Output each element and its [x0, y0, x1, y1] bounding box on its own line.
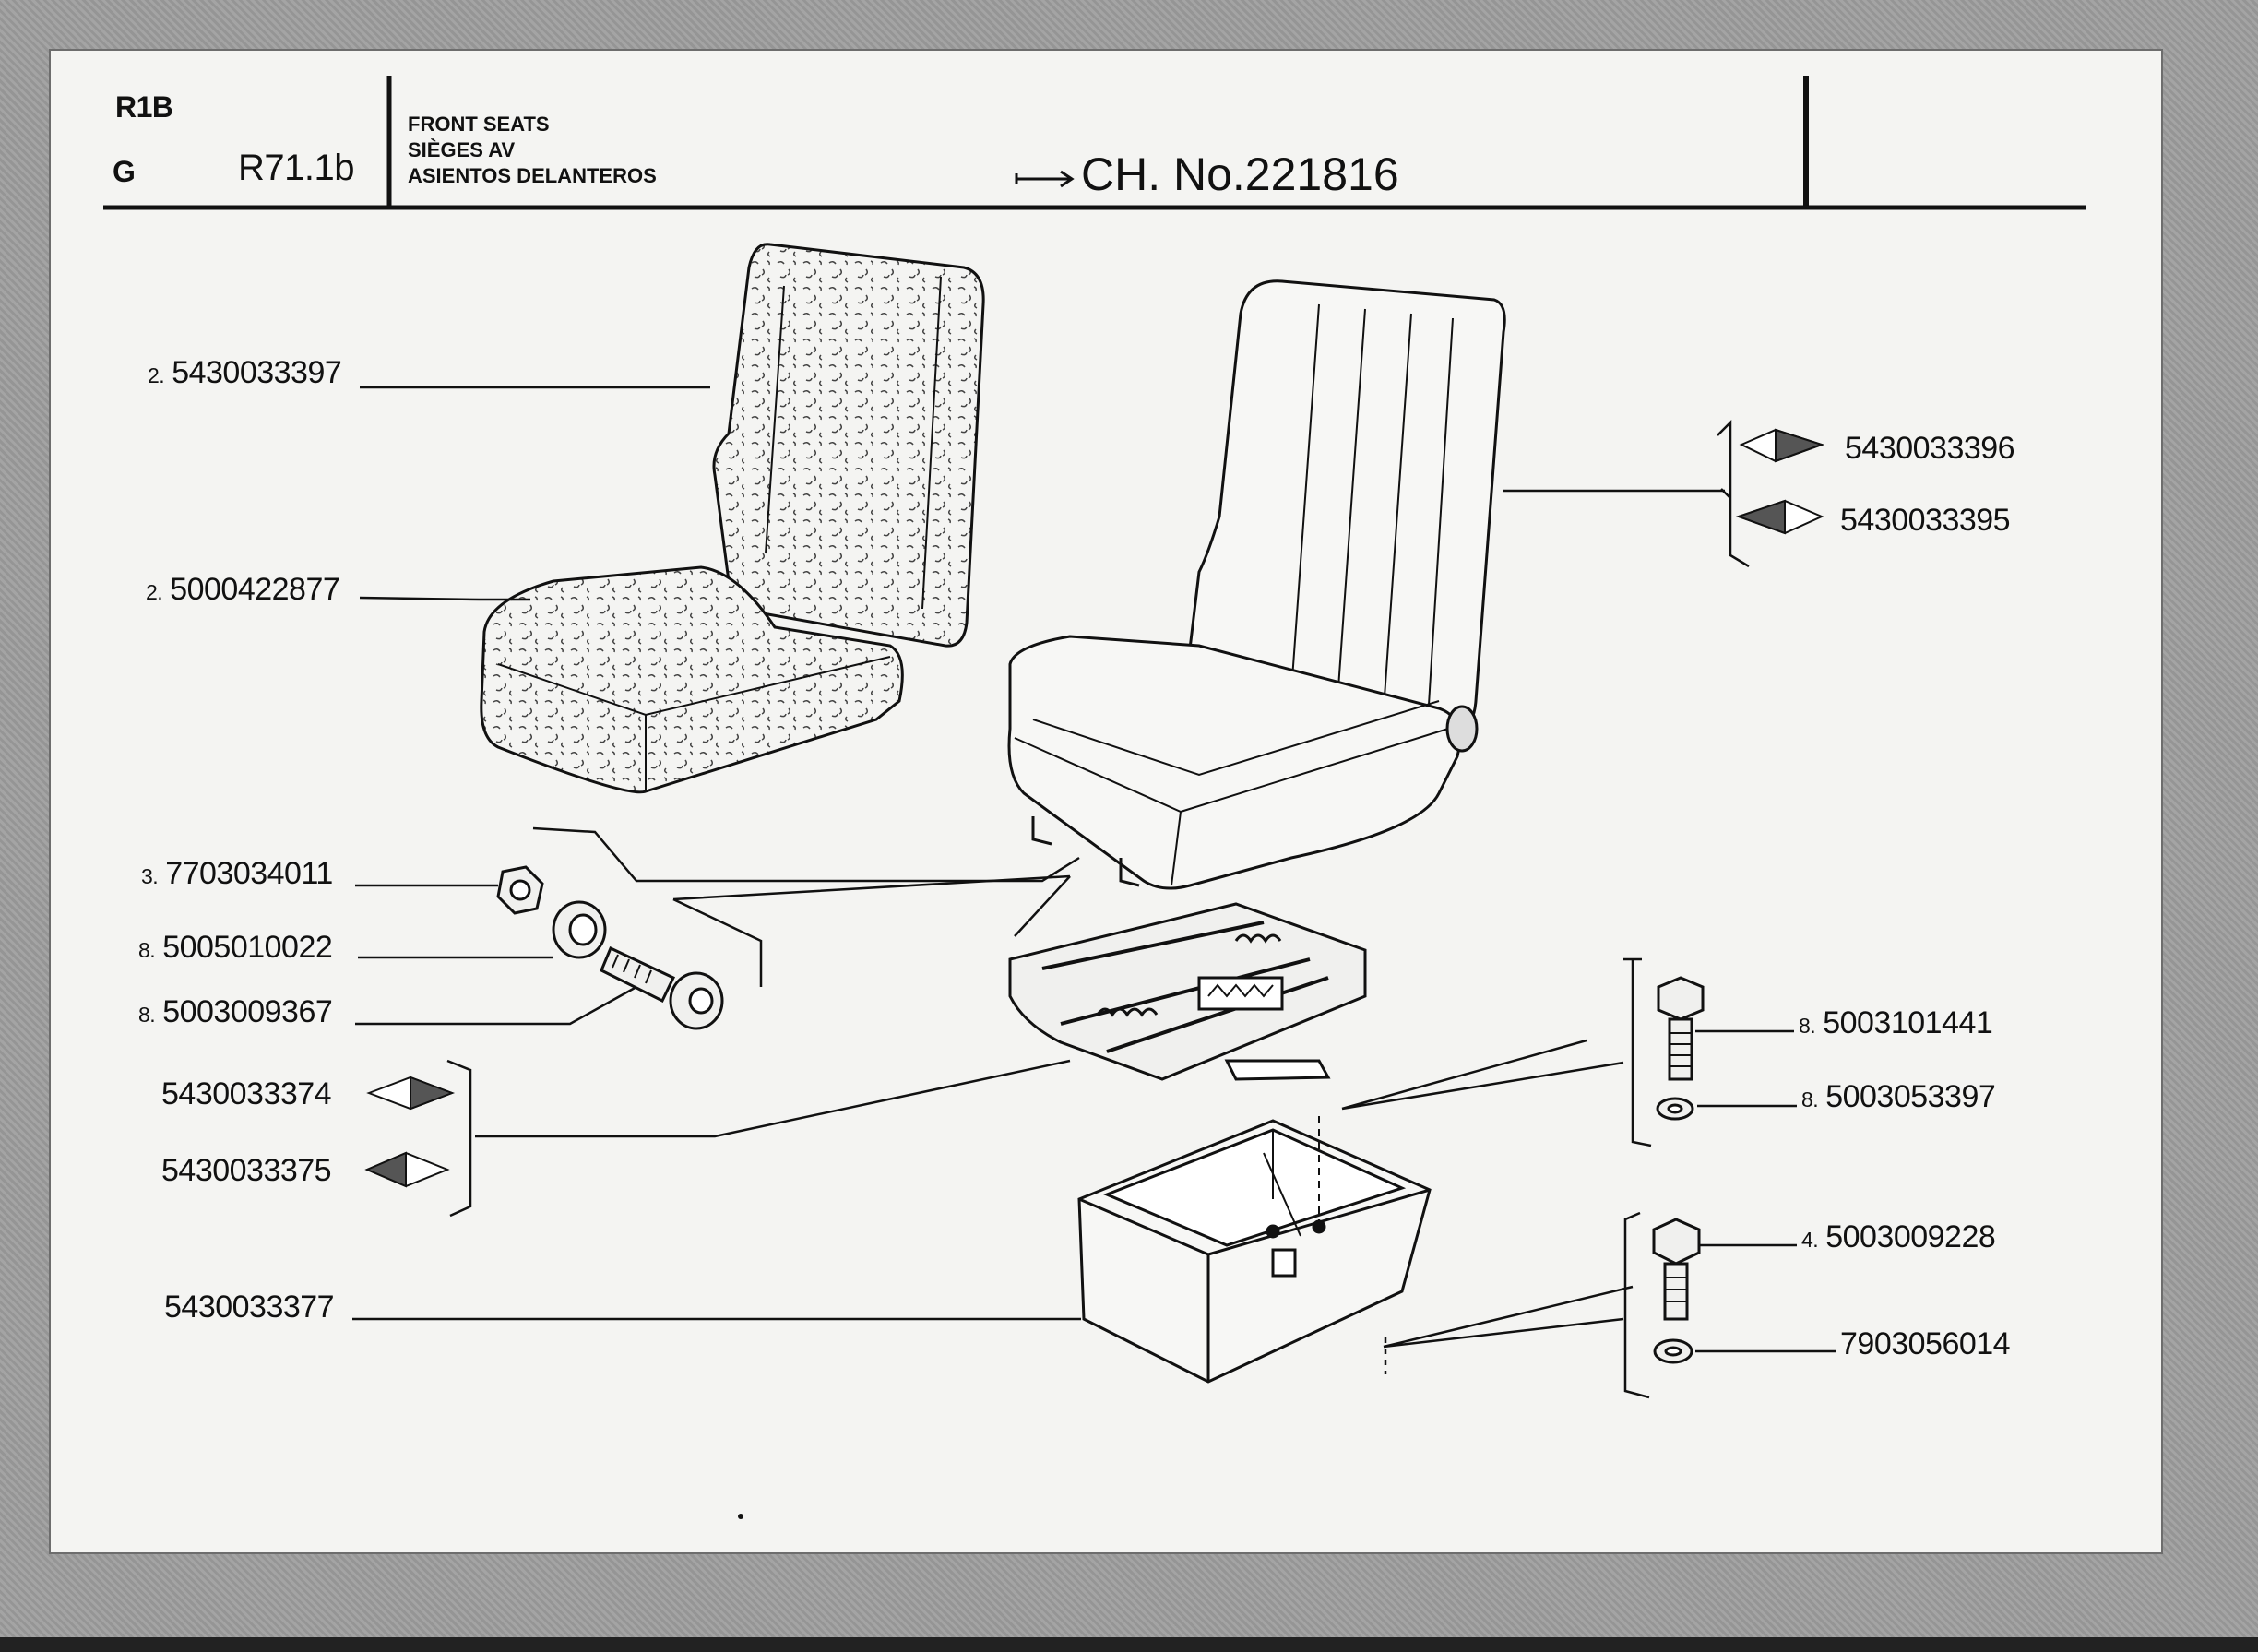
left-hand-diamond-icon: [364, 1151, 450, 1188]
part-label-cushion-foam: 2.5000422877: [146, 572, 340, 607]
chassis-number: CH. No.221816: [1081, 149, 1399, 200]
hex-bolt-part: [1656, 976, 1705, 1121]
part-label-base-washer: 7903056014: [1840, 1326, 2011, 1361]
seat-slide-mechanism: [1008, 902, 1367, 1081]
cushion-foam: [480, 565, 904, 794]
nut-part: [496, 865, 544, 915]
scan-edge: [0, 1637, 2258, 1652]
page-reference: R71.1b: [238, 148, 354, 188]
part-label-base-bolt: 4.5003009228: [1801, 1219, 1996, 1254]
model-code: R1B: [115, 90, 173, 124]
part-label-seat-right: 5430033396: [1845, 431, 2015, 466]
title-english: FRONT SEATS: [408, 113, 550, 136]
scan-speck: [738, 1514, 743, 1519]
left-hand-diamond-icon: [1735, 499, 1824, 535]
right-hand-diamond-icon: [1739, 428, 1825, 463]
part-label-washer: 8.5003053397: [1801, 1079, 1996, 1114]
title-french: SIÈGES AV: [408, 138, 516, 161]
part-label-nut: 3.7703034011: [141, 856, 333, 891]
complete-seat: [1007, 279, 1506, 890]
part-label-cap-screw: 8.5003009367: [138, 994, 333, 1029]
leader-lines: [352, 386, 1836, 1399]
part-label-hex-bolt: 8.5003101441: [1799, 1005, 1993, 1040]
base-bolt-part: [1652, 1218, 1701, 1364]
part-label-seat-left: 5430033395: [1840, 503, 2011, 538]
header-rules: [103, 76, 2086, 210]
group-letter: G: [113, 155, 136, 188]
backrest-foam: [712, 243, 985, 648]
part-label-backrest-foam: 2.5430033397: [148, 355, 342, 390]
right-hand-diamond-icon: [366, 1076, 455, 1111]
part-label-slide-right: 5430033374: [161, 1076, 332, 1111]
spacer-part: [552, 900, 607, 959]
part-label-seat-base: 5430033377: [164, 1290, 335, 1325]
title-spanish: ASIENTOS DELANTEROS: [408, 164, 657, 187]
cap-screw-part: [600, 945, 724, 1030]
part-label-spacer: 8.5005010022: [138, 930, 333, 965]
part-label-slide-left: 5430033375: [161, 1153, 332, 1188]
seat-base-box: [1077, 1116, 1432, 1384]
